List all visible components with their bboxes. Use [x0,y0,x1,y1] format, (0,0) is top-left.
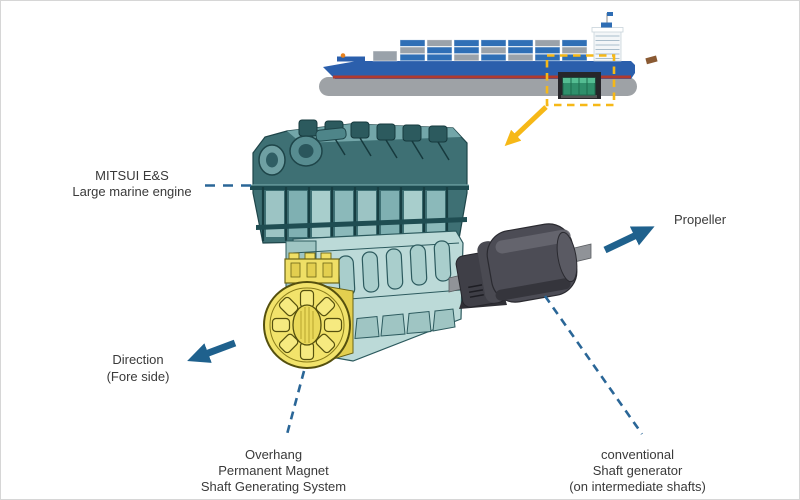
engine-room-highlight-box [504,54,616,147]
engine-crankcase-doors [328,308,456,342]
pm-generator-line1: Overhang [244,447,303,462]
pm-generator-callout-line [284,370,306,439]
conventional-line3: (on intermediate shafts) [569,478,706,494]
conventional-generator-label: conventional Shaft generator (on interme… [535,447,740,494]
propeller-direction-arrow [603,226,655,254]
ship-waterline-stripe [333,75,631,79]
ship-superstructure [591,12,658,65]
permanent-magnet-shaft-generator [263,252,354,369]
conventional-line2: Shaft generator [592,462,683,478]
pm-generator-line2: Permanent Magnet [218,462,329,478]
container-stacks [372,39,588,62]
callout-lines [205,184,644,439]
conventional-generator-callout-line [543,295,644,435]
engine-maker-line1: MITSUI E&S [95,168,169,183]
direction-line2: (Fore side) [106,369,170,384]
engine-maker-line2: Large marine engine [72,184,192,199]
conventional-line1: conventional [601,447,674,462]
ship-stern-crane [645,55,658,65]
container-ship-illustration [319,12,658,99]
pm-generator-top-bracket [284,252,340,284]
pm-generator-magnet-segments [271,289,343,361]
direction-label: Direction (Fore side) [93,351,183,385]
pm-generator-hub [292,304,322,346]
fore-direction-arrow [187,339,237,363]
zoom-callout-arrow [504,105,548,147]
ship-forecastle [337,56,365,62]
engine-room-cutaway [558,72,601,99]
engine-maker-label: MITSUI E&S Large marine engine [42,168,222,200]
direction-line1: Direction [112,352,164,367]
pm-generator-label: Overhang Permanent Magnet Shaft Generati… [171,447,376,494]
propeller-label: Propeller [674,212,727,227]
engine-cylinder-arches [337,240,452,297]
ship-bow-light [340,53,346,58]
pm-generator-line3: Shaft Generating System [200,478,347,494]
ship-hull [323,61,635,79]
engine-turbocharger [258,127,347,176]
ship-underwater-hull [319,77,637,96]
conventional-shaft-generator [448,223,592,309]
ship-flag [607,12,613,16]
